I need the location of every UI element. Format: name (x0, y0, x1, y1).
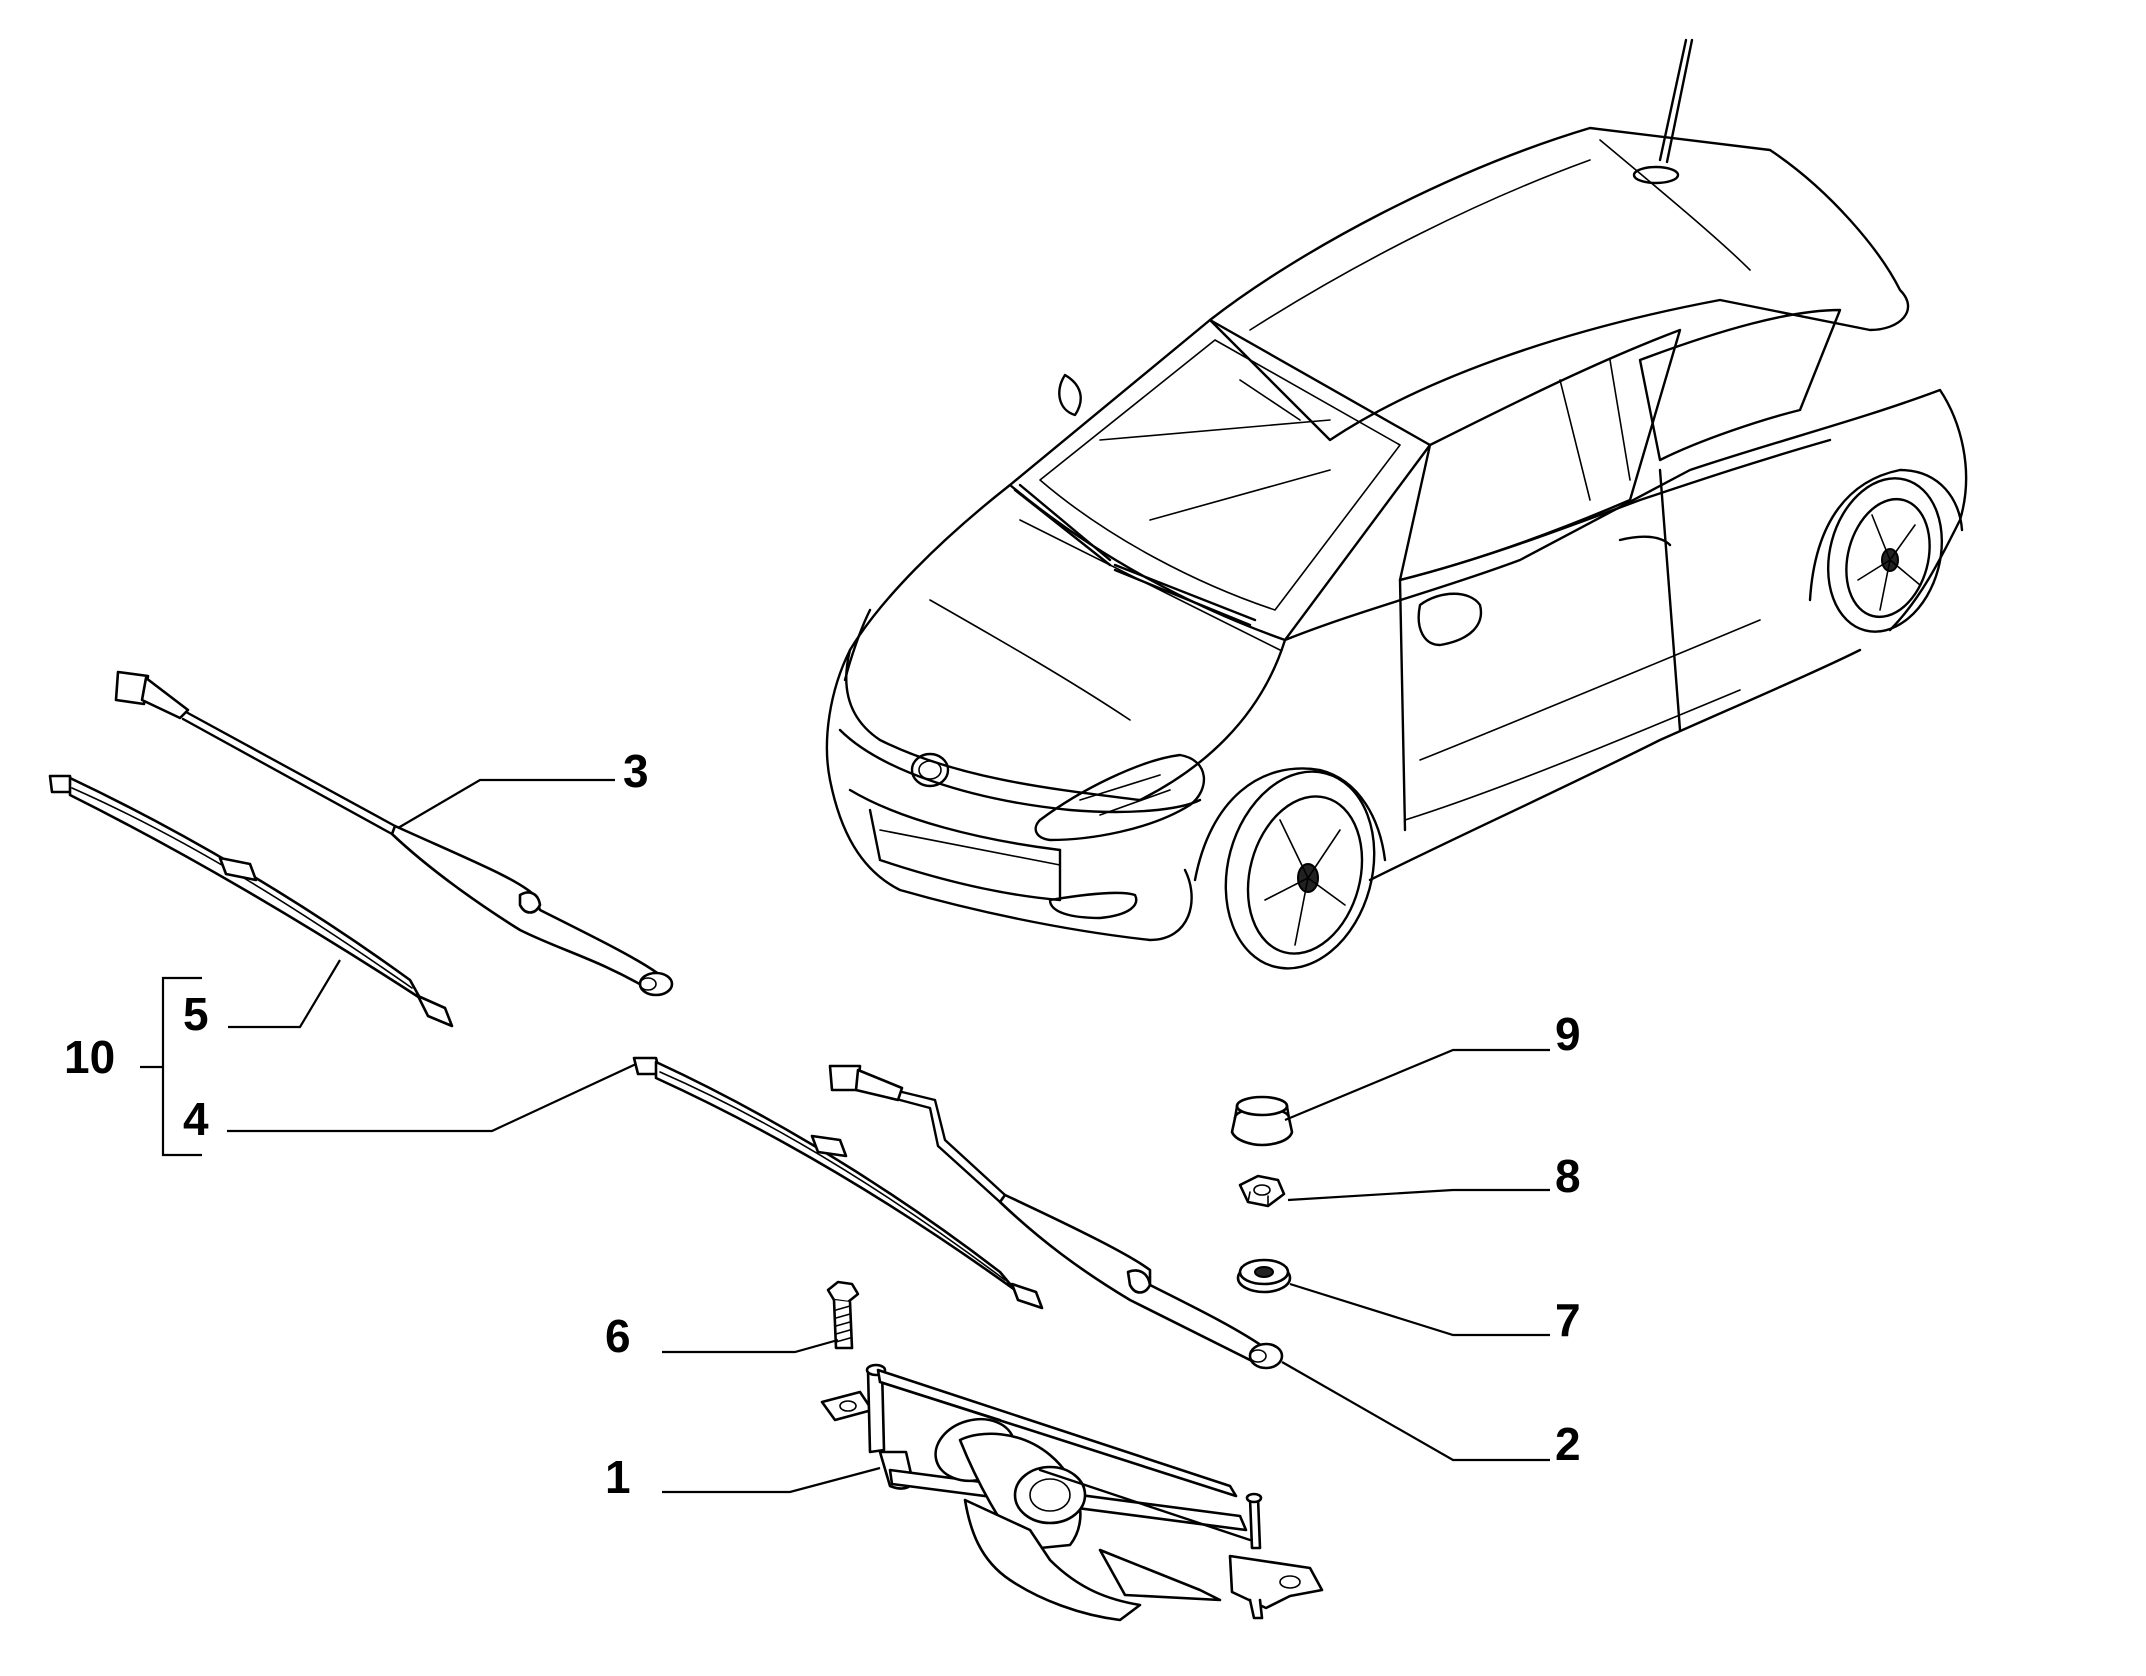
callout-4: 4 (183, 1093, 209, 1145)
callout-9: 9 (1555, 1008, 1581, 1060)
leader-7 (1289, 1282, 1550, 1337)
callout-3: 3 (623, 745, 649, 797)
part-3-left-wiper-arm (114, 670, 674, 997)
callout-8: 8 (1555, 1150, 1581, 1202)
callout-6: 6 (605, 1310, 631, 1362)
part-1-wiper-linkage-motor (820, 1363, 1324, 1622)
part-9-cap (1230, 1095, 1294, 1147)
group-bracket-10-5-4 (140, 976, 202, 1157)
part-6-bolt (826, 1280, 860, 1350)
leader-9 (1284, 1048, 1550, 1122)
callout-2: 2 (1555, 1418, 1581, 1470)
callout-5: 5 (183, 988, 209, 1040)
callout-10: 10 (64, 1031, 115, 1083)
leader-lines (140, 778, 1550, 1494)
callout-numbers: 3 5 10 4 9 8 7 6 2 1 (64, 745, 1581, 1503)
callout-7: 7 (1555, 1294, 1581, 1346)
leader-6 (662, 1338, 839, 1354)
leader-2 (1281, 1361, 1550, 1462)
car-illustration (825, 38, 1968, 970)
callout-1: 1 (605, 1451, 631, 1503)
leader-8 (1287, 1188, 1550, 1202)
part-2-right-wiper-arm (828, 1064, 1284, 1370)
part-8-nut (1238, 1174, 1286, 1208)
part-7-washer (1236, 1258, 1292, 1294)
leader-5 (228, 959, 341, 1029)
leader-3 (397, 778, 615, 829)
part-4-right-wiper-blade (632, 1056, 1044, 1310)
part-5-left-wiper-blade (48, 774, 454, 1028)
leader-1 (662, 1466, 881, 1494)
leader-4 (227, 1063, 637, 1133)
